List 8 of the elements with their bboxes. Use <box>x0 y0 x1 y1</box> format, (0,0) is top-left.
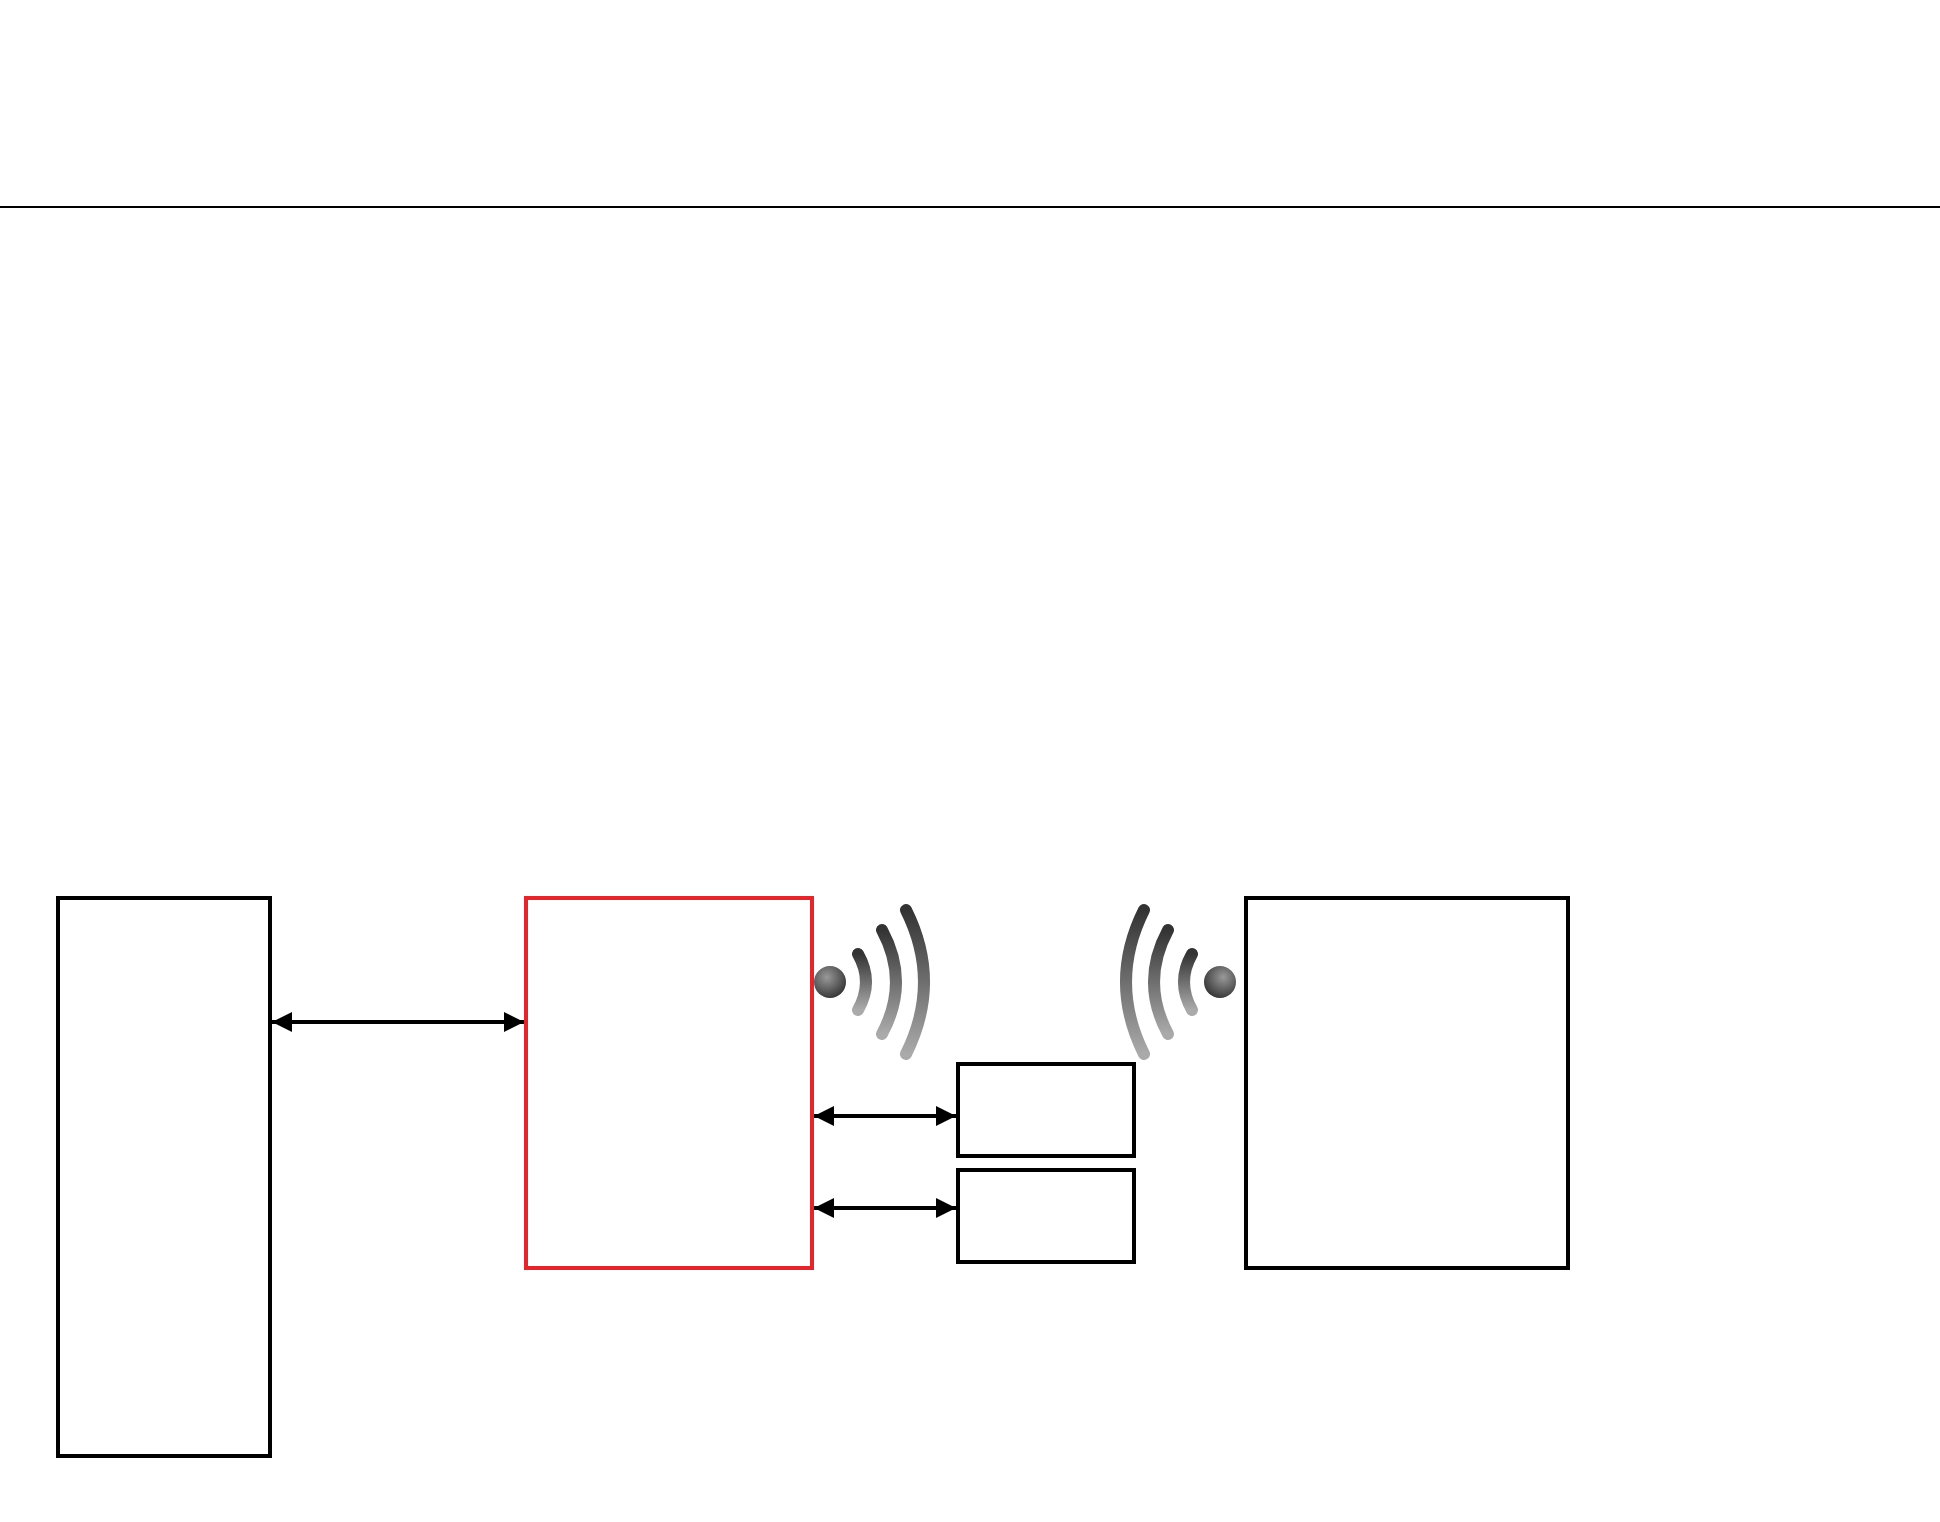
block-box <box>524 896 814 1270</box>
block-box <box>1244 896 1570 1270</box>
double-arrow <box>814 1106 956 1126</box>
block-box <box>56 896 272 1458</box>
double-arrow <box>272 1012 524 1032</box>
double-arrow <box>814 1198 956 1218</box>
block-box <box>956 1168 1136 1264</box>
block-box <box>956 1062 1136 1158</box>
